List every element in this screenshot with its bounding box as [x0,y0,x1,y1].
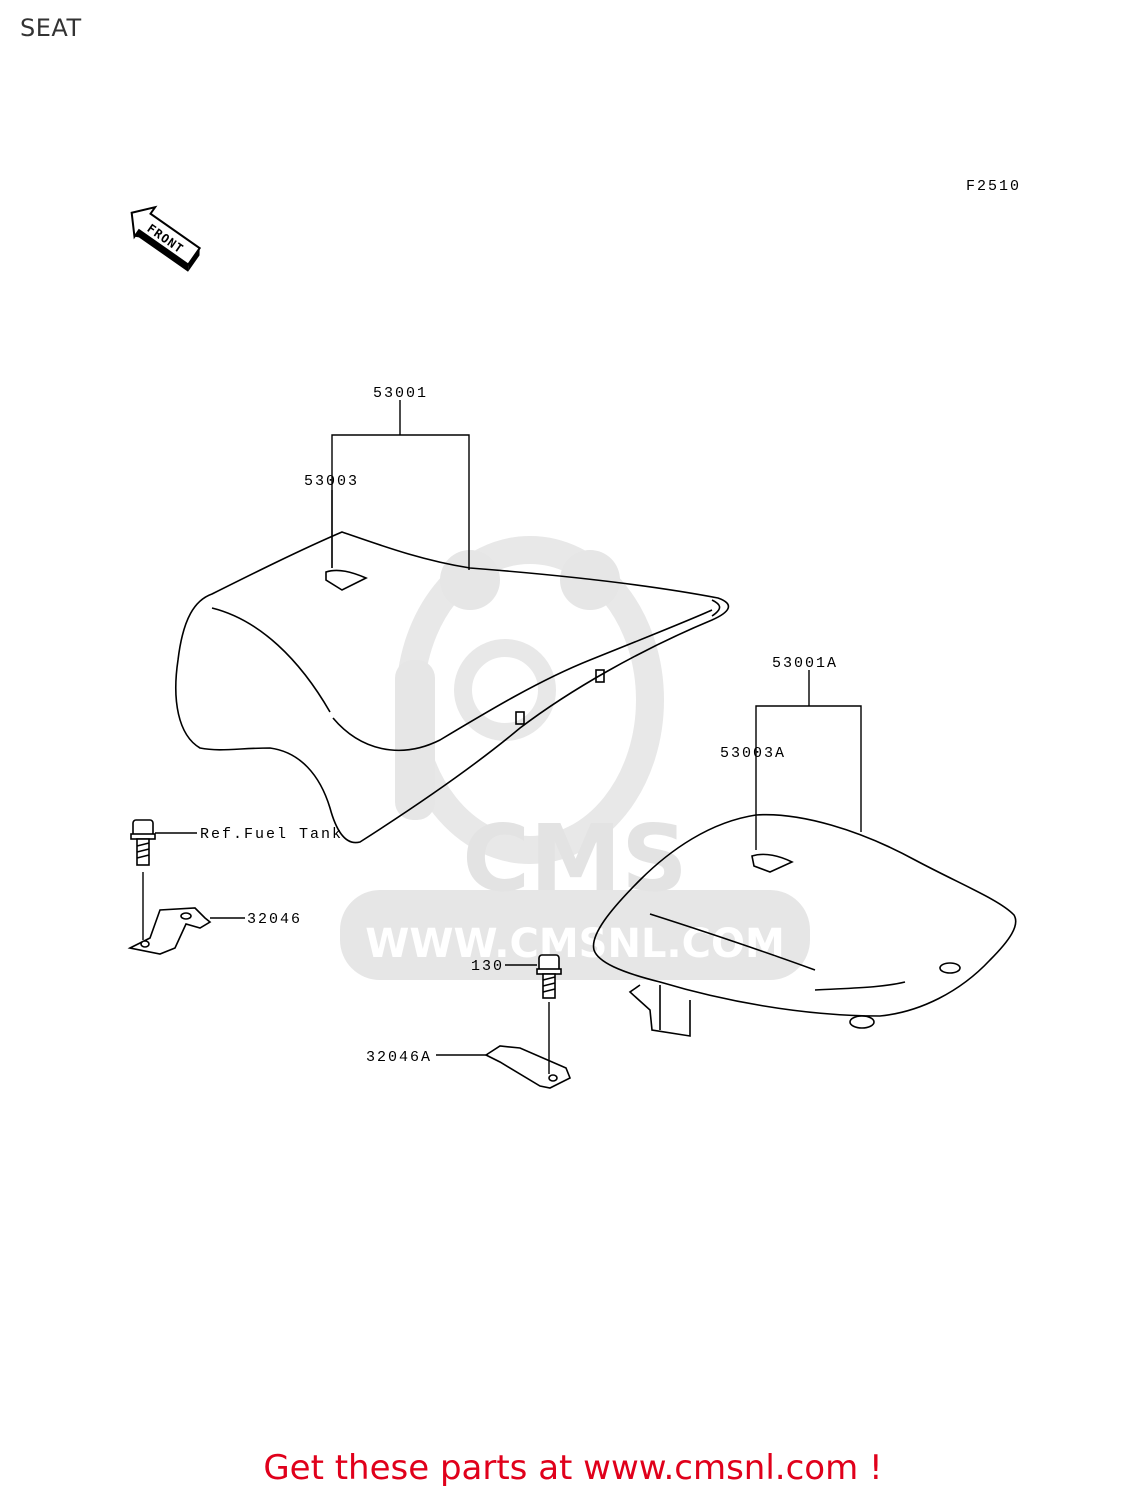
page-title: SEAT [20,14,82,42]
callout-53001A: 53001A [772,655,838,672]
parts-diagram: CMS WWW.CMSNL.COM F2510 FRONT [127,178,1021,1089]
callout-53003: 53003 [304,473,359,490]
callout-53001: 53001 [373,385,428,402]
bolt-130 [536,954,562,999]
bracket-32046 [127,907,212,955]
callout-32046A: 32046A [366,1049,432,1066]
watermark-logo-text: CMS [462,805,687,912]
figure-code: F2510 [966,178,1021,195]
rider-seat [175,531,730,844]
bracket-32046A [484,1045,572,1089]
cms-watermark: CMS WWW.CMSNL.COM [340,536,810,980]
leader-lines [142,400,862,1074]
callout-ref-fuel-tank: Ref.Fuel Tank [200,826,343,843]
buy-parts-link[interactable]: Get these parts at www.cmsnl.com ! [263,1448,883,1488]
watermark-url-text: WWW.CMSNL.COM [365,921,785,967]
passenger-seat [592,813,1017,1037]
bolt-front [130,819,156,866]
front-arrow-icon: FRONT [130,205,202,272]
callout-130: 130 [471,958,504,975]
callout-32046: 32046 [247,911,302,928]
callout-53003A: 53003A [720,745,786,762]
